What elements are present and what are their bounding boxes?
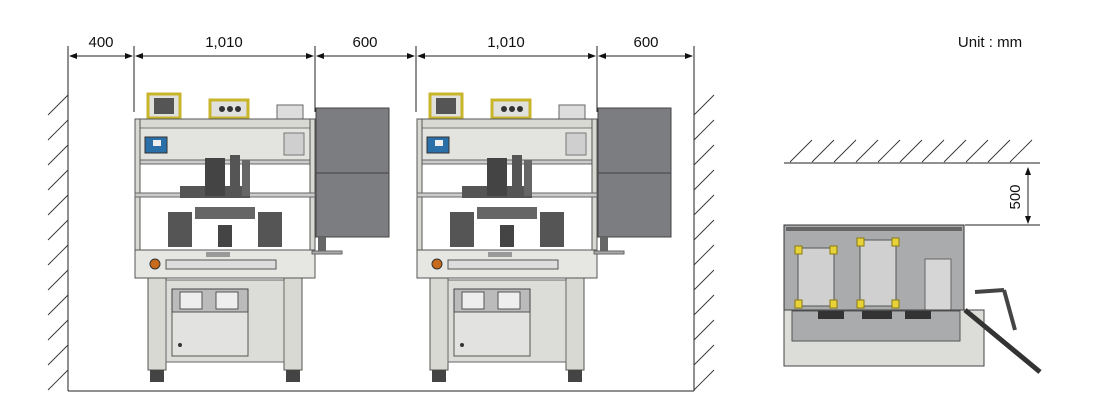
dim-machine2-width: 1,010 [487, 34, 525, 51]
right-wall [693, 94, 715, 391]
unit-label: Unit : mm [958, 34, 1022, 51]
machine-front-view-1 [133, 92, 391, 384]
dim-gap: 600 [352, 34, 377, 51]
dim-left-clearance: 400 [88, 34, 113, 51]
left-wall [47, 94, 69, 391]
machine-front-view-2 [415, 92, 673, 384]
dim-machine1-width: 1,010 [205, 34, 243, 51]
machine-top-view [783, 224, 1042, 374]
dimension-lines [67, 46, 695, 112]
top-view-wall [784, 139, 1040, 226]
dim-rear-clearance: 500 [1007, 184, 1024, 209]
dim-right-clearance: 600 [633, 34, 658, 51]
